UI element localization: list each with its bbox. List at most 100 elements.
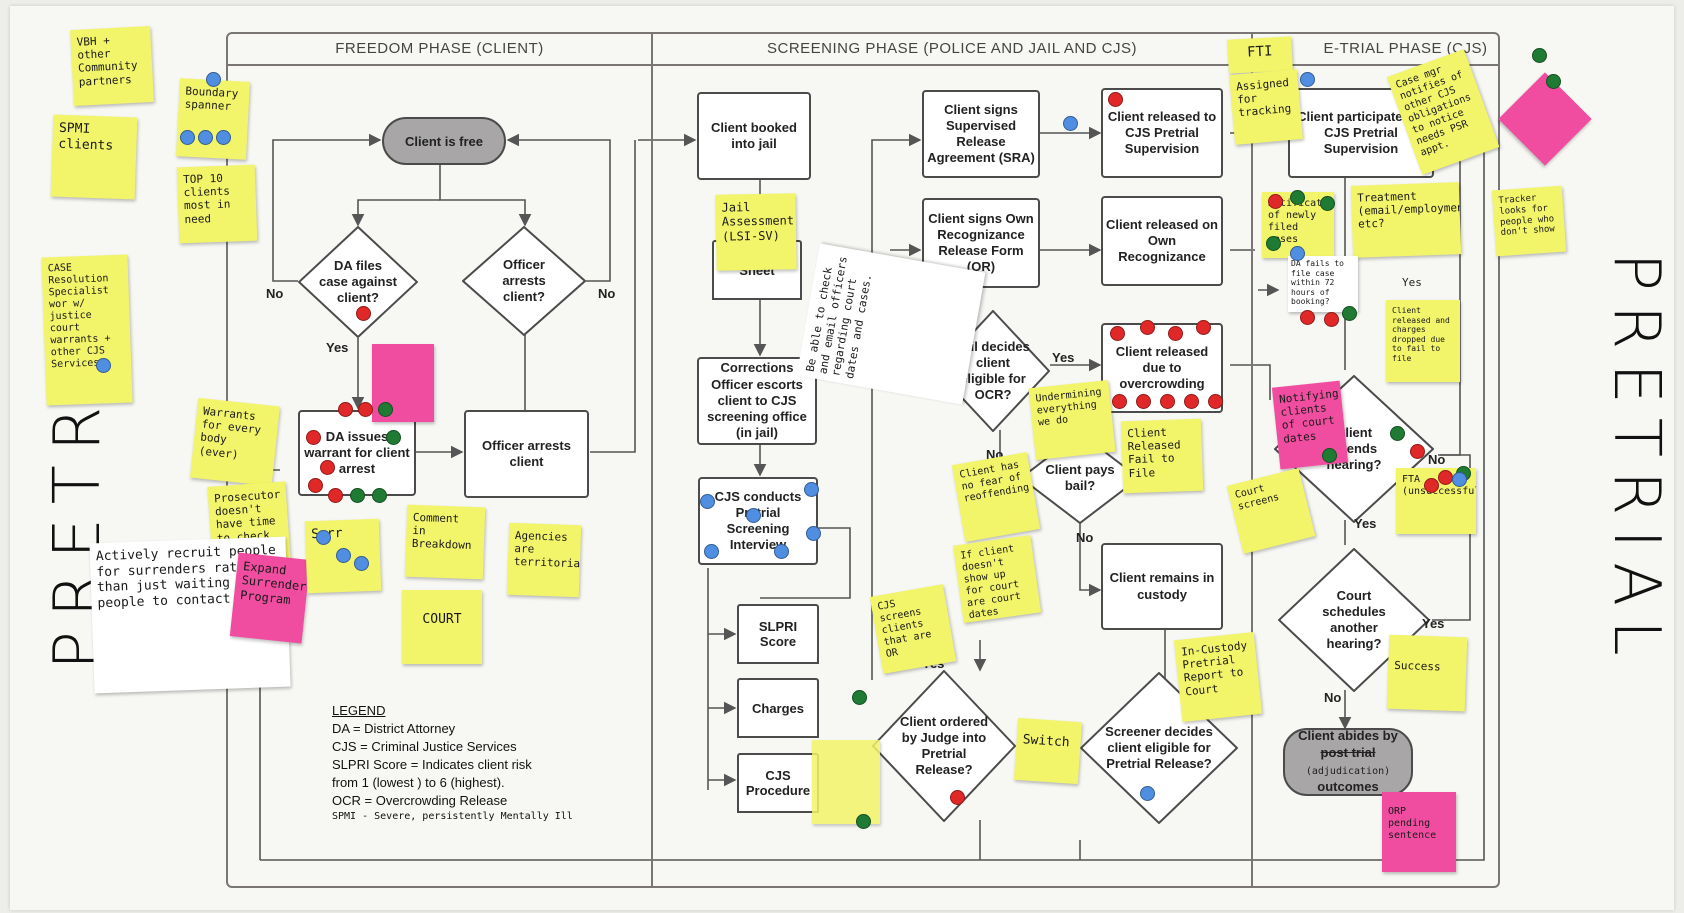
red-dot [338, 402, 353, 417]
abides-line-2: post trial (adjudication) [1285, 745, 1411, 779]
node-da-files: DA files case against client? [298, 226, 418, 338]
note-client-has-no: Client has no fear of reoffending [951, 451, 1041, 543]
note-da-fails: DA fails to file case within 72 hours of… [1288, 256, 1358, 312]
green-dot [1320, 196, 1335, 211]
blue-dot [336, 548, 351, 563]
label-no: No [598, 286, 616, 301]
red-dot [1324, 312, 1339, 327]
legend-line: DA = District Attorney [332, 720, 456, 736]
blue-dot [700, 494, 715, 509]
note-vbh: VBH + other Community partners [70, 25, 154, 107]
red-dot [1268, 194, 1283, 209]
phase-divider [651, 32, 653, 888]
node-officer-arrests-decision: Officer arrests client? [462, 226, 586, 336]
note-cjs-screens: CJS screens clients that are OR [869, 584, 957, 674]
blue-dot [1290, 246, 1305, 261]
note-be-able: Be able to check and email officers rega… [796, 243, 986, 405]
legend-title: LEGEND [332, 703, 386, 718]
red-dot [1184, 394, 1199, 409]
legend-line: OCR = Overcrowding Release [332, 792, 508, 808]
red-dot [356, 306, 371, 321]
note-undermining: Undermining everything we do [1028, 380, 1116, 460]
note-agencies: Agencies are territorial [506, 522, 582, 598]
node-client-abides: Client abides by post trial (adjudicatio… [1283, 728, 1413, 796]
label-yes: Yes [1354, 516, 1377, 531]
node-officer-arrests-client: Officer arrests client [464, 410, 589, 498]
blue-dot [774, 544, 789, 559]
legend: LEGEND DA = District Attorney CJS = Crim… [332, 702, 573, 823]
phase-header-rule [228, 64, 1498, 66]
red-dot [1108, 92, 1123, 107]
note-top10: TOP 10 clients most in need [176, 164, 258, 244]
node-ordered-by-judge: Client ordered by Judge into Pretrial Re… [872, 670, 1016, 822]
blue-dot [1452, 472, 1467, 487]
node-released-own: Client released on Own Recognizance [1101, 196, 1223, 286]
legend-handwritten: SPMI - Severe, persistently Mentally Ill [332, 810, 573, 822]
blue-dot [704, 544, 719, 559]
red-dot [1112, 394, 1127, 409]
green-dot [378, 402, 393, 417]
green-dot [1266, 236, 1281, 251]
phase-divider [1251, 32, 1253, 888]
label-no: No [1076, 530, 1094, 545]
note-tracker: Tracker looks for people who don't show [1491, 185, 1567, 257]
red-dot [1208, 394, 1223, 409]
node-slpri-score: SLPRI Score [737, 604, 819, 664]
red-dot [1438, 470, 1453, 485]
green-dot [386, 430, 401, 445]
note-assigned: Assigned for tracking [1229, 69, 1303, 145]
blue-dot [316, 530, 331, 545]
red-dot [306, 430, 321, 445]
red-dot [1424, 478, 1439, 493]
note-jail-assessment: Jail Assessment (LSI-SV) [715, 193, 797, 271]
blue-dot [96, 358, 111, 373]
pretrial-right-title: PRETRIAL [1599, 252, 1673, 670]
node-charges: Charges [737, 678, 819, 738]
note-switch: Switch [1013, 717, 1083, 785]
blue-dot [1140, 786, 1155, 801]
node-client-pays-bail-label: Client pays bail? [1045, 461, 1115, 493]
green-dot [1342, 306, 1357, 321]
phase-pretrial-header: E-TRIAL PHASE (CJS) [1323, 40, 1488, 57]
green-dot [372, 488, 387, 503]
blue-dot [180, 130, 195, 145]
blue-dot [1063, 116, 1078, 131]
node-da-files-label: DA files case against client? [318, 257, 398, 306]
blue-dot [806, 526, 821, 541]
red-dot [950, 790, 965, 805]
label-yes: Yes [326, 340, 349, 355]
blue-dot [1300, 72, 1315, 87]
node-officer-arrests-decision-label: Officer arrests client? [502, 256, 546, 305]
note-warrants: Warrants for every body (ever) [190, 397, 280, 487]
red-dot [1168, 326, 1183, 341]
red-dot [328, 488, 343, 503]
note-faded [812, 740, 880, 824]
note-if-client: If client doesn't show up for court are … [952, 534, 1042, 624]
green-dot [1546, 74, 1561, 89]
blue-dot [354, 556, 369, 571]
green-dot [1390, 426, 1405, 441]
red-dot [1410, 444, 1425, 459]
green-dot [852, 690, 867, 705]
green-dot [1532, 48, 1547, 63]
blue-dot [746, 508, 761, 523]
red-dot [320, 460, 335, 475]
legend-line: from 1 (lowest ) to 6 (highest). [332, 774, 505, 790]
node-court-schedules-label: Court schedules another hearing? [1322, 587, 1386, 652]
node-screener-decides-label: Screener decides client eligible for Pre… [1105, 723, 1213, 772]
red-dot [1300, 310, 1315, 325]
label-no: No [266, 286, 284, 301]
red-dot [1140, 320, 1155, 335]
note-court: COURT [402, 590, 482, 664]
note-treatment: Treatment (email/employment) etc? [1350, 182, 1462, 258]
green-dot [1290, 190, 1305, 205]
green-dot [1322, 448, 1337, 463]
note-success: Success [1386, 634, 1468, 712]
node-ordered-by-judge-label: Client ordered by Judge into Pretrial Re… [899, 713, 989, 778]
note-spmi: SPMI clients [50, 114, 138, 200]
red-dot [308, 478, 323, 493]
note-orp: ORP pending sentence [1382, 792, 1456, 872]
note-boundary: Boundary spanner [176, 78, 250, 160]
red-dot [1110, 326, 1125, 341]
blue-dot [206, 72, 221, 87]
